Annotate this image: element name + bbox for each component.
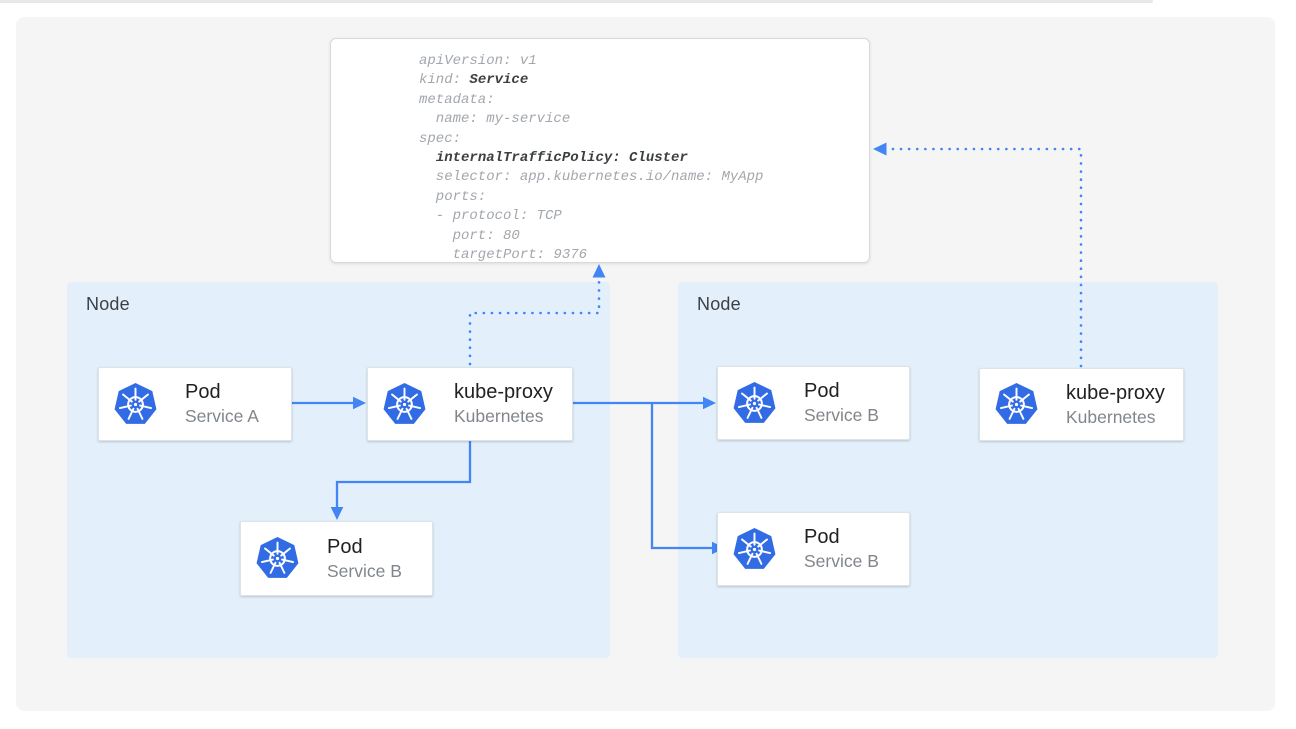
node-box-right: Node [678, 282, 1218, 658]
card-subtitle: Service B [804, 551, 879, 571]
card-title: Pod [804, 526, 840, 548]
card-subtitle: Service B [327, 560, 402, 581]
card-kube-proxy-left: kube-proxy Kubernetes [367, 367, 573, 441]
service-yaml-code: apiVersion: v1 kind: Service metadata: nam… [419, 52, 861, 265]
card-subtitle: Service B [804, 405, 879, 425]
kubernetes-icon [732, 527, 777, 572]
card-title: Pod [327, 535, 363, 558]
yaml-code-line: metadata: [419, 91, 495, 108]
card-title: kube-proxy [454, 381, 553, 403]
card-pod-service-b-right-bottom: Pod Service B [717, 512, 910, 586]
card-subtitle: Kubernetes [454, 406, 544, 426]
yaml-code-line: targetPort: 9376 [419, 246, 588, 263]
yaml-code-line: selector: app.kubernetes.io/name: MyApp [419, 169, 764, 186]
kubernetes-icon [994, 382, 1039, 427]
card-subtitle: Service A [185, 406, 259, 426]
top-divider [0, 0, 1153, 3]
yaml-code-line: apiVersion: v1 [419, 53, 537, 69]
kubernetes-icon [255, 536, 300, 581]
yaml-code-line: ports: [419, 188, 487, 205]
yaml-code-line: port: 80 [419, 227, 520, 244]
yaml-code-line: name: my-service [419, 111, 571, 128]
card-subtitle: Kubernetes [1066, 406, 1156, 427]
node-label: Node [86, 294, 130, 314]
card-pod-service-b-right-top: Pod Service B [717, 366, 910, 440]
yaml-code-line: - protocol: TCP [419, 208, 562, 225]
card-kube-proxy-right: kube-proxy Kubernetes [979, 368, 1184, 441]
node-box-left: Node [67, 282, 610, 658]
card-title: Pod [185, 381, 221, 403]
card-title: Pod [804, 380, 840, 402]
yaml-code-line: spec: [419, 130, 462, 147]
service-yaml-card: apiVersion: v1 kind: Service metadata: nam… [330, 38, 870, 263]
card-pod-service-a: Pod Service A [98, 367, 292, 441]
yaml-code-line: kind: Service [419, 72, 529, 89]
card-pod-service-b-left: Pod Service B [240, 521, 433, 596]
kubernetes-icon [382, 382, 427, 427]
node-label: Node [697, 294, 741, 314]
card-title: kube-proxy [1066, 381, 1165, 404]
yaml-code-line: internalTrafficPolicy: Cluster [435, 149, 688, 166]
kubernetes-icon [113, 382, 158, 427]
kubernetes-icon [732, 381, 777, 426]
